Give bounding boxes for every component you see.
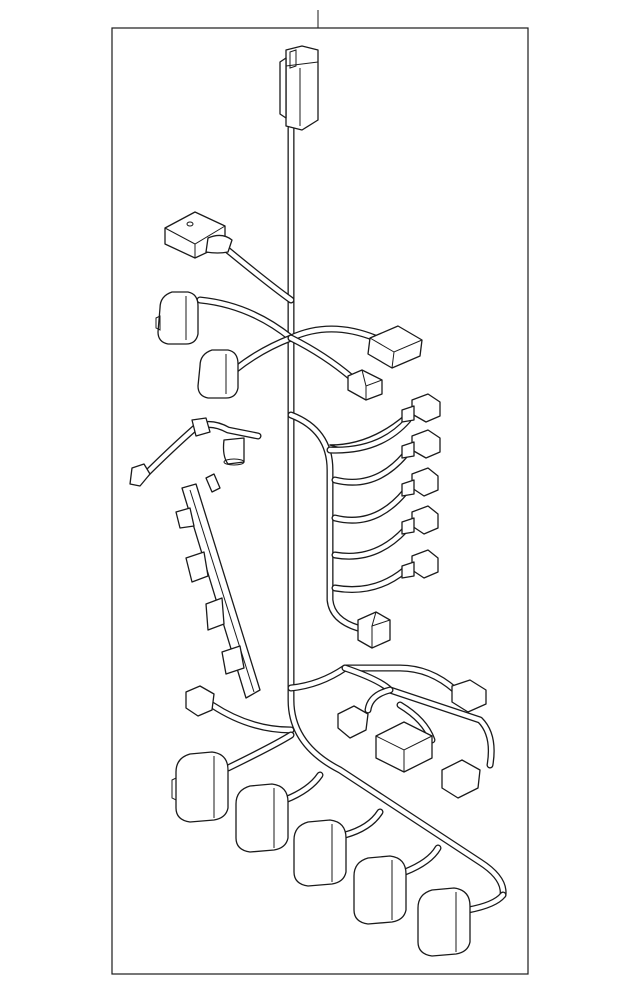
- small-plug-icon: [185, 685, 215, 717]
- camshaft-sensor-icon: [129, 417, 262, 487]
- main-connector-icon: [279, 45, 319, 131]
- sensor-plug-icon: [401, 505, 439, 535]
- rectangular-plug-icon: [164, 211, 233, 259]
- coil-connector-icon: [171, 751, 229, 823]
- injector-rail-icon: [175, 473, 261, 699]
- coil-connector-icon: [235, 783, 289, 853]
- sensor-plug-icon: [401, 467, 439, 497]
- coil-connector-icon: [293, 819, 347, 887]
- small-plug-icon: [347, 369, 383, 401]
- large-round-plug-icon: [197, 349, 239, 399]
- small-plug-icon: [441, 759, 481, 799]
- small-plug-icon: [451, 679, 487, 713]
- diagram-border: [111, 27, 529, 975]
- harness-wires: [196, 124, 507, 914]
- large-round-plug-icon: [155, 291, 199, 345]
- small-plug-icon: [357, 611, 391, 649]
- sensor-plug-icon: [401, 429, 441, 459]
- small-plug-icon: [337, 705, 369, 739]
- coil-connector-icon: [353, 855, 407, 925]
- sensor-plug-icon: [401, 549, 439, 579]
- rectangular-plug-icon: [367, 325, 423, 369]
- sensor-plug-icon: [401, 393, 441, 423]
- large-round-plug-icon: [375, 721, 433, 773]
- coil-connector-icon: [417, 887, 471, 957]
